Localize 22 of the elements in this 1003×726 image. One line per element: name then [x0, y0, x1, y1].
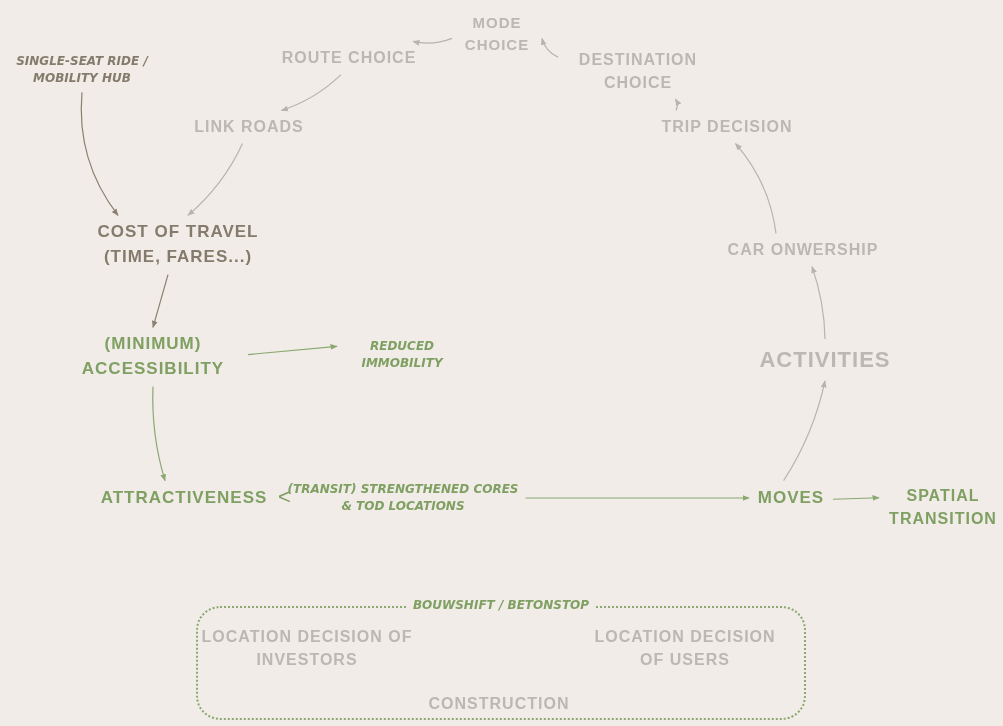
arrow [832, 495, 880, 501]
arrow [541, 37, 559, 58]
arrow [674, 98, 682, 111]
arrow [734, 143, 777, 234]
note-text: REDUCED IMMOBILITY [342, 337, 462, 373]
arrow [811, 265, 826, 340]
arrow [152, 386, 166, 482]
concept-label: SPATIAL TRANSITION [884, 483, 1002, 531]
arrow [524, 495, 750, 501]
concept-label: ATTRACTIVENESS [89, 485, 279, 511]
concept-label: COST OF TRAVEL (TIME, FARES...) [78, 220, 278, 270]
arrow [247, 344, 338, 356]
arrow [280, 74, 342, 111]
note-text: SINGLE-SEAT RIDE / MOBILITY HUB [0, 52, 170, 88]
arrow [152, 274, 169, 329]
concept-label: (MINIMUM) ACCESSIBILITY [63, 332, 243, 382]
arrow [187, 143, 244, 216]
arrow [783, 380, 827, 482]
arrow [80, 91, 119, 216]
arrow [412, 37, 453, 46]
group-heading: BOUWSHIFT / BETONSTOP [406, 598, 596, 612]
concept-label: MOVES [754, 485, 828, 511]
